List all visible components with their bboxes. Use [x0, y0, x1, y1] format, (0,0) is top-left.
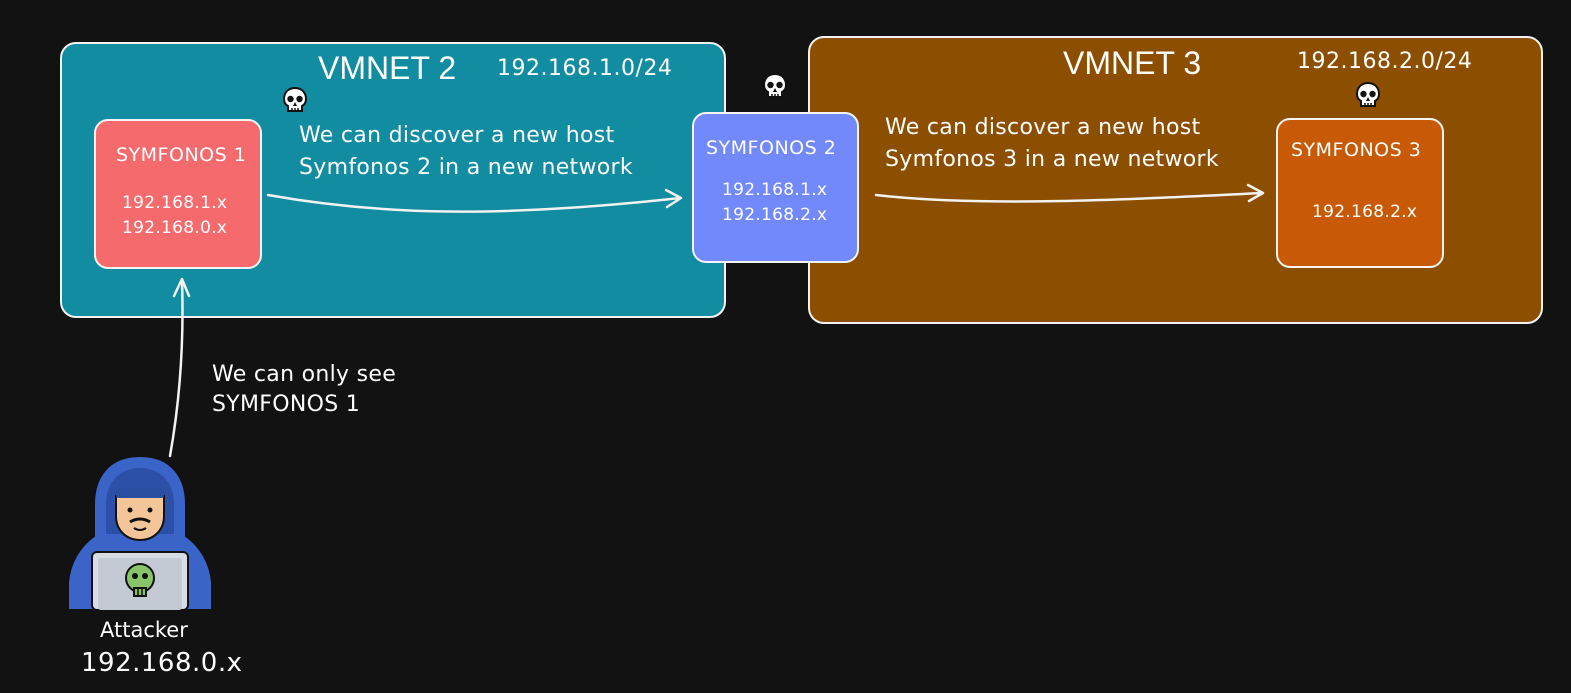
skull-icon [282, 86, 308, 112]
host-symfonos1-name: SYMFONOS 1 [116, 144, 247, 166]
host-symfonos2-name: SYMFONOS 2 [706, 137, 837, 159]
skull-icon [762, 72, 788, 98]
network-vmnet3-title: VMNET 3 [1063, 45, 1202, 81]
hacker-icon [67, 454, 213, 611]
skull-icon [1355, 81, 1381, 107]
host-symfonos1-ip1: 192.168.1.x [122, 193, 228, 213]
host-symfonos1 [94, 119, 262, 269]
note-only-see-line2: SYMFONOS 1 [212, 392, 361, 417]
arrow-symfonos2-to-symfonos3 [874, 191, 1264, 203]
host-symfonos3-name: SYMFONOS 3 [1291, 139, 1422, 161]
attacker-ip: 192.168.0.x [81, 648, 243, 678]
note-discover-symfonos3-line2: Symfonos 3 in a new network [885, 147, 1219, 172]
arrowhead-symfonos3 [1246, 183, 1265, 203]
note-discover-symfonos2-line1: We can discover a new host [299, 123, 615, 148]
network-vmnet3-subnet: 192.168.2.0/24 [1297, 49, 1473, 74]
arrowhead-symfonos1 [172, 277, 191, 298]
host-symfonos2 [692, 112, 859, 263]
arrowhead-symfonos2 [664, 188, 683, 209]
host-symfonos2-ip1: 192.168.1.x [722, 180, 828, 200]
note-only-see-line1: We can only see [212, 362, 397, 387]
note-discover-symfonos3-line1: We can discover a new host [885, 115, 1201, 140]
attacker-label: Attacker [100, 618, 188, 642]
host-symfonos3 [1276, 118, 1444, 268]
note-discover-symfonos3: We can discover a new host Symfonos 3 in… [885, 112, 1219, 176]
host-symfonos3-ip1: 192.168.2.x [1312, 202, 1418, 222]
host-symfonos1-ip2: 192.168.0.x [122, 218, 228, 238]
note-discover-symfonos2-line2: Symfonos 2 in a new network [299, 155, 633, 180]
network-vmnet2-title: VMNET 2 [318, 50, 457, 86]
arrow-symfonos1-to-symfonos2 [266, 193, 682, 213]
host-symfonos2-ip2: 192.168.2.x [722, 205, 828, 225]
network-vmnet2-subnet: 192.168.1.0/24 [497, 56, 673, 81]
note-only-see: We can only see SYMFONOS 1 [212, 360, 396, 420]
note-discover-symfonos2: We can discover a new host Symfonos 2 in… [299, 120, 633, 184]
arrow-attacker-to-symfonos1 [168, 278, 184, 458]
